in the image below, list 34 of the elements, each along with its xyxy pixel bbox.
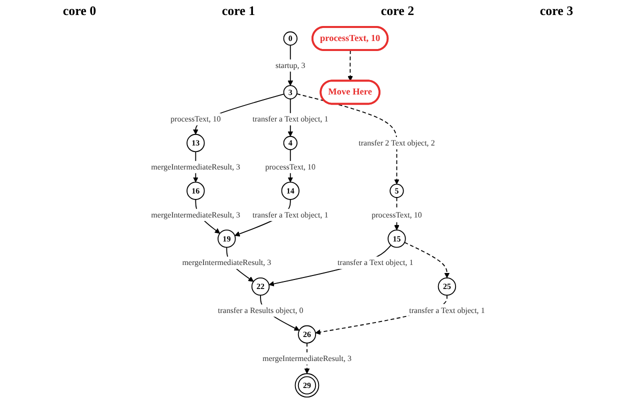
edge-label: transfer a Text object, 1 — [252, 114, 328, 124]
arrow — [348, 50, 353, 82]
edge-label: transfer 2 Text object, 2 — [358, 138, 435, 148]
edge-label: startup, 3 — [275, 60, 306, 70]
edge-label: transfer a Text object, 1 — [252, 210, 328, 220]
edge-label: processText, 10 — [372, 210, 422, 220]
edge-label: processText, 10 — [265, 162, 316, 172]
node-circle: 13 — [186, 134, 205, 152]
node-circle: 4 — [283, 136, 298, 150]
node-circle: 25 — [438, 277, 456, 296]
edge-label: mergeIntermediateResult, 3 — [182, 258, 272, 268]
node-circle: 19 — [218, 230, 236, 248]
node-circle: 29 — [294, 373, 320, 398]
node-circle: 22 — [251, 277, 270, 296]
node-circle: 0 — [283, 31, 298, 46]
core-label: core 3 — [540, 3, 574, 19]
node-circle: 16 — [186, 182, 205, 200]
edge-label: processText, 10 — [170, 114, 221, 124]
node-circle: 5 — [390, 184, 404, 198]
node-circle: 26 — [298, 325, 316, 344]
edge-label: mergeIntermediateResult, 3 — [151, 162, 240, 172]
node-circle: 15 — [388, 230, 406, 248]
edge-label: mergeIntermediateResult, 3 — [151, 210, 240, 220]
node-circle: 14 — [281, 182, 300, 200]
arrow — [404, 242, 450, 278]
core-label: core 2 — [380, 3, 414, 19]
core-label: core 0 — [62, 3, 96, 19]
core-label: core 1 — [222, 3, 256, 19]
edge-label: transfer a Text object, 1 — [409, 306, 485, 315]
edge-label: transfer a Text object, 1 — [338, 258, 414, 268]
node-circle: 3 — [283, 85, 298, 100]
arrow — [296, 93, 400, 184]
edge-label: mergeIntermediateResult, 3 — [262, 354, 352, 363]
edge-label: transfer a Results object, 0 — [218, 306, 304, 315]
